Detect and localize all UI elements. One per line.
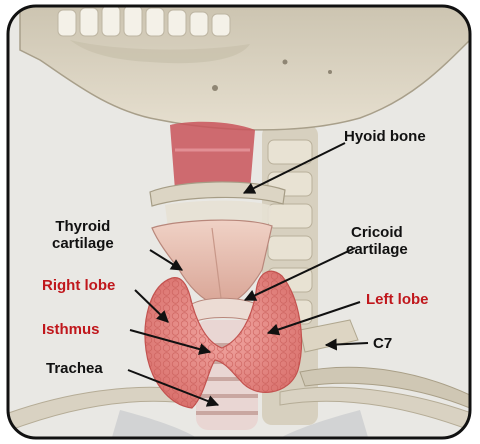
right-lobe-pointer	[134, 289, 169, 323]
label-trachea: Trachea	[46, 360, 103, 377]
clavicles	[8, 366, 470, 438]
label-thyroid-line2: cartilage	[52, 235, 114, 252]
label-isthmus: Isthmus	[42, 321, 100, 338]
label-thyroid-line1: Thyroid	[55, 218, 111, 235]
label-right-lobe: Right lobe	[42, 277, 116, 294]
thyroid-cartilage-pointer	[149, 249, 184, 271]
trachea-pointer	[127, 369, 220, 407]
pharynx	[170, 121, 255, 190]
thyroid-gland	[144, 270, 303, 409]
cricoid-pointer	[243, 247, 356, 301]
figure-border	[6, 4, 472, 440]
label-cricoid-cartilage: Cricoid cartilage	[346, 224, 408, 258]
label-cricoid-line2: cartilage	[346, 241, 408, 258]
left-lobe-pointer	[266, 301, 361, 336]
label-cricoid-line1: Cricoid	[351, 224, 403, 241]
pointer-lines	[127, 142, 369, 407]
c7-process	[299, 319, 359, 353]
lower-teeth	[57, 6, 231, 37]
label-hyoid-bone: Hyoid bone	[344, 128, 426, 145]
hyoid-pointer	[242, 142, 346, 194]
c7-pointer	[324, 338, 369, 351]
label-c7: C7	[373, 335, 393, 352]
label-left-lobe: Left lobe	[366, 291, 429, 308]
label-thyroid-cartilage: Thyroid cartilage	[52, 218, 114, 252]
isthmus-pointer	[129, 329, 212, 355]
